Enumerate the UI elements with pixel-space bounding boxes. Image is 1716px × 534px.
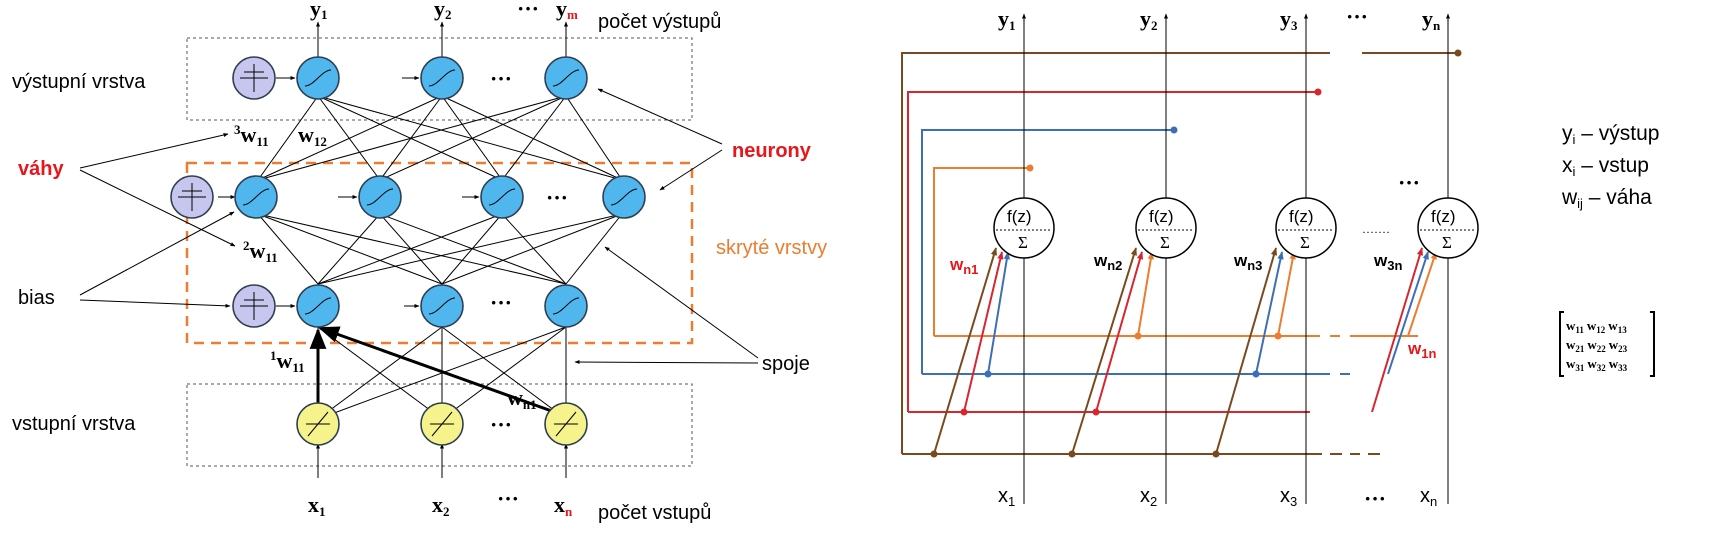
- input-dots: ···: [497, 486, 519, 511]
- fz-neuron: f(z) Σ: [1135, 197, 1197, 259]
- hidden-neuron: [544, 284, 588, 328]
- weight-label-w1n: w1n: [1407, 339, 1436, 361]
- right-network: f(z) Σ f(z) Σ f(z) Σ f(z) Σ y1 y2 y3 ···…: [901, 4, 1479, 511]
- connections-label: spoje: [762, 353, 810, 375]
- right-input-x1: x1: [998, 485, 1015, 509]
- bias-arrows: [218, 76, 480, 308]
- brown-line: [901, 52, 1458, 455]
- output-neuron: [420, 56, 464, 100]
- orange-line: [933, 167, 1418, 337]
- hidden-layer-box: [185, 161, 694, 345]
- input-x1: x1: [308, 492, 326, 519]
- weight-label-wn1: wn1: [949, 255, 978, 277]
- right-output-dots: ···: [1346, 4, 1368, 29]
- right-input-x3: x3: [1280, 485, 1297, 509]
- svg-text:Σ: Σ: [1442, 233, 1452, 252]
- legend-yi: yi – výstup: [1562, 122, 1659, 147]
- output-layer-box: [186, 37, 693, 121]
- weight-1w11: 1w11: [270, 348, 305, 375]
- output-layer-label: výstupní vrstva: [12, 71, 146, 93]
- output-neuron: [296, 56, 340, 100]
- svg-text:f(z): f(z): [1007, 207, 1032, 226]
- svg-text:Σ: Σ: [1300, 233, 1310, 252]
- input-neuron: [296, 402, 340, 446]
- middle-dots-input: ···: [490, 412, 512, 437]
- right-input-x2: x2: [1140, 485, 1157, 509]
- input-layer-box: [186, 383, 693, 467]
- weight-label-w3n: w3n: [1373, 251, 1402, 273]
- weight-label-wn3: wn3: [1233, 251, 1262, 273]
- right-output-y1: y1: [998, 6, 1016, 33]
- svg-text:f(z): f(z): [1431, 207, 1456, 226]
- left-network: y1 y2 ··· ym počet výstupů výstupní vrst…: [12, 0, 827, 524]
- neurons-label: neurony: [732, 140, 812, 162]
- hidden-layers-label: skryté vrstvy: [716, 237, 827, 259]
- output-layer-neurons: [232, 56, 588, 100]
- input-layer-neurons: [296, 402, 588, 446]
- right-output-y2: y2: [1140, 6, 1158, 33]
- legend: yi – výstup xi – vstup wij – váha: [1561, 122, 1659, 211]
- edges-hidden2-hidden1: [257, 213, 623, 285]
- weight-wn1: wn1: [507, 385, 537, 412]
- fz-neuron: f(z) Σ: [1275, 197, 1337, 259]
- callout-lines: [79, 88, 759, 365]
- hidden-neuron: [358, 175, 402, 219]
- output-ym: ym: [556, 0, 578, 22]
- weights-label: váhy: [18, 158, 64, 180]
- hidden-layer-2-neurons: [232, 284, 588, 328]
- middle-dots-output: ···: [490, 66, 512, 91]
- legend-xi: xi – vstup: [1562, 154, 1649, 179]
- output-count-label: počet výstupů: [598, 11, 721, 33]
- svg-text:Σ: Σ: [1018, 233, 1028, 252]
- weight-2w11: 2w11: [243, 238, 278, 265]
- output-arrows: [316, 21, 568, 58]
- legend-wij: wij – váha: [1561, 186, 1652, 211]
- input-layer-label: vstupní vrstva: [12, 413, 136, 435]
- svg-text:f(z): f(z): [1289, 207, 1314, 226]
- right-input-xn: xn: [1420, 485, 1437, 509]
- hidden-neuron: [234, 175, 278, 219]
- input-arrows: [316, 443, 568, 478]
- right-input-dots: ···: [1364, 486, 1386, 511]
- output-y2: y2: [434, 0, 452, 22]
- output-y1: y1: [310, 0, 328, 22]
- middle-dots-hidden2: ···: [490, 290, 512, 315]
- neuron-small-dots: ·······: [1362, 225, 1390, 239]
- middle-dots-hidden1: ···: [546, 185, 568, 210]
- right-output-yn: yn: [1422, 6, 1441, 33]
- output-dots: ···: [517, 0, 539, 21]
- hidden-neuron: [602, 175, 646, 219]
- input-neuron: [420, 402, 464, 446]
- svg-text:Σ: Σ: [1160, 233, 1170, 252]
- input-xn: xn: [554, 492, 573, 519]
- right-output-y3: y3: [1280, 6, 1298, 33]
- weight-w12: w12: [298, 122, 327, 149]
- hidden-neuron: [420, 284, 464, 328]
- fz-neuron: f(z) Σ: [1417, 197, 1479, 259]
- hidden-neuron: [296, 284, 340, 328]
- input-x2: x2: [432, 492, 450, 519]
- weight-3w11: 3w11: [234, 122, 269, 149]
- hidden-neuron: [480, 175, 524, 219]
- weight-label-wn2: wn2: [1093, 251, 1122, 273]
- edges-hidden1-output: [257, 95, 623, 181]
- fz-neuron: f(z) Σ: [993, 197, 1055, 259]
- edges-input-hidden: [309, 326, 567, 420]
- bias-label: bias: [18, 287, 55, 309]
- red-line: [907, 91, 1318, 413]
- hidden-layer-1-neurons: [170, 175, 646, 219]
- input-neuron: [544, 402, 588, 446]
- output-neuron: [544, 56, 588, 100]
- weight-connectors: [933, 247, 1437, 455]
- svg-text:f(z): f(z): [1149, 207, 1174, 226]
- vertical-lines: [1022, 13, 1450, 504]
- input-count-label: počet vstupů: [598, 502, 711, 524]
- neuron-dots: ···: [1398, 170, 1420, 195]
